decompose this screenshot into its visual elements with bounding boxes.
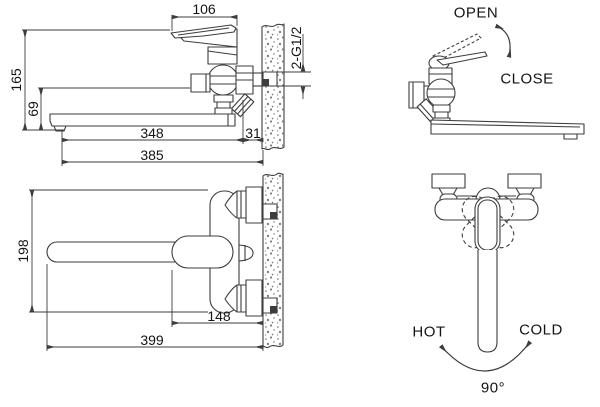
side-view-drawing [49, 23, 285, 151]
handle-top-view [171, 235, 234, 269]
dim-spout-reach-label: 348 [140, 125, 164, 141]
close-label: CLOSE [500, 70, 554, 88]
hot-label: HOT [412, 323, 446, 341]
handle-closed-position [436, 51, 488, 66]
escutcheon-bottom [245, 279, 263, 317]
top-view-dimensions [29, 189, 264, 351]
dim-depth-label: 198 [15, 239, 31, 263]
rotation-view-drawing [431, 173, 542, 372]
spout-hub [190, 73, 211, 93]
dim-wall-offset-label: 31 [245, 125, 261, 141]
dim-total-reach-top-label: 399 [140, 332, 164, 348]
thread-spec-label: 2-G1/2 [288, 26, 304, 70]
diverter-top-view [238, 244, 254, 262]
dim-total-height-label: 165 [8, 68, 24, 92]
open-close-arrow [494, 23, 512, 58]
cold-label: COLD [519, 321, 563, 339]
dim-handle-width-label: 106 [192, 1, 216, 17]
top-view-drawing [46, 172, 284, 349]
open-label: OPEN [453, 4, 499, 22]
operation-view-drawing [408, 23, 585, 140]
dim-spout-height-label: 69 [25, 101, 41, 117]
dim-handle-reach-label: 148 [207, 308, 231, 324]
spout-front-view [477, 250, 498, 353]
side-view-dimensions [22, 14, 311, 166]
rotation-arc [439, 340, 533, 372]
rotation-angle-label: 90° [480, 379, 506, 397]
spout-side [49, 113, 236, 127]
valve-body [207, 64, 239, 96]
dim-total-reach-label: 385 [140, 147, 164, 163]
spout-side-right [430, 119, 585, 135]
escutcheon-top [245, 186, 263, 224]
